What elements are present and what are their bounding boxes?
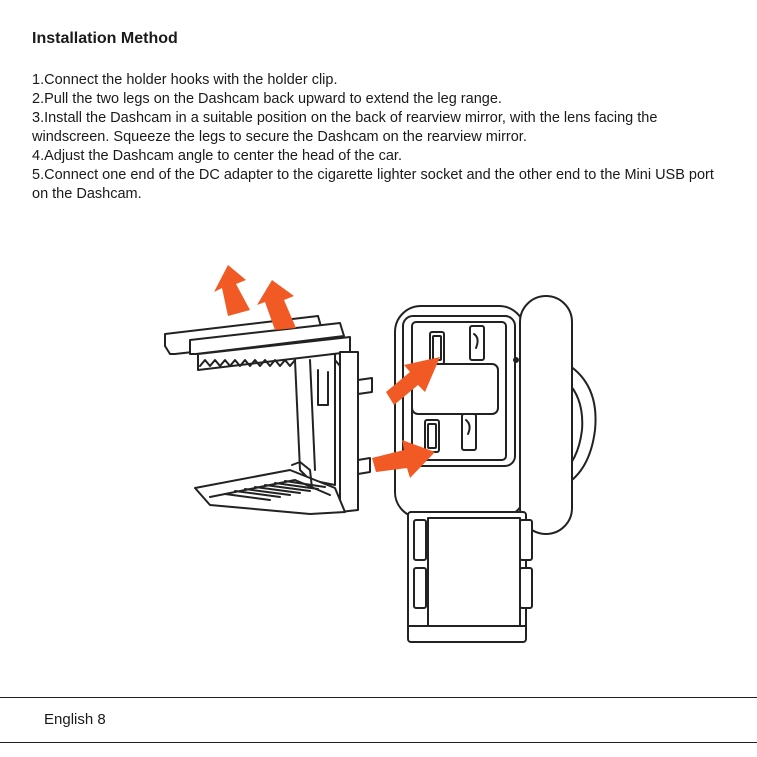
- step-4: 4.Adjust the Dashcam angle to center the…: [32, 148, 402, 164]
- step-5: 5.Connect one end of the DC adapter to t…: [32, 167, 714, 202]
- installation-steps: 1.Connect the holder hooks with the hold…: [32, 71, 732, 204]
- direction-arrow-icon: [386, 357, 440, 405]
- holder-clip-illustration: [164, 315, 373, 515]
- page-title: Installation Method: [32, 30, 178, 47]
- footer-rule-bottom: [0, 742, 757, 743]
- footer-rule-top: [0, 697, 757, 698]
- step-2: 2.Pull the two legs on the Dashcam back …: [32, 91, 502, 107]
- page-number-label: English 8: [44, 711, 106, 728]
- step-1: 1.Connect the holder hooks with the hold…: [32, 72, 338, 88]
- installation-illustration: [164, 265, 597, 643]
- direction-arrow-icon: [214, 265, 250, 316]
- direction-arrow-icon: [372, 440, 435, 478]
- step-3: 3.Install the Dashcam in a suitable posi…: [32, 110, 658, 145]
- direction-arrow-icon: [257, 280, 296, 330]
- dashcam-back-illustration: [394, 295, 597, 643]
